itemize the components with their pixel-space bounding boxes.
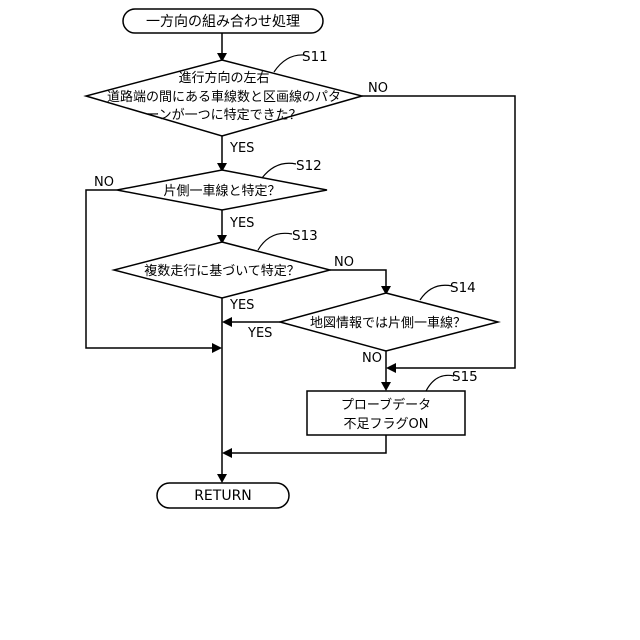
start-label: 一方向の組み合わせ処理 — [146, 14, 300, 30]
s13-yes-label: YES — [229, 298, 254, 313]
s11-line-1: 進行方向の左右 — [178, 70, 269, 86]
s12-text: 片側一車線と特定？ — [163, 183, 280, 199]
s13-leader — [258, 233, 292, 250]
s11-leader — [274, 55, 304, 72]
arrow-into-s15 — [381, 382, 391, 391]
s11-line-3: ーンが一つに特定できた？ — [146, 108, 301, 123]
connector-s13-no — [330, 270, 386, 292]
return-label: RETURN — [194, 488, 252, 504]
s12-step-id: S12 — [296, 158, 322, 174]
connector-s15-return — [226, 435, 386, 453]
s15-line-1: プローブデータ — [341, 397, 431, 413]
s14-text: 地図情報では片側一車線？ — [310, 315, 466, 331]
arrow-s12-no-join — [212, 343, 222, 353]
s13-step-id: S13 — [292, 228, 318, 244]
s13-no-label: NO — [334, 255, 354, 270]
s11-no-label: NO — [368, 81, 388, 96]
s11-line-2: 道路端の間にある車線数と区画線のパタ — [107, 89, 341, 105]
s12-leader — [262, 163, 296, 178]
s15-step-id: S15 — [452, 369, 478, 385]
s15-line-2: 不足フラグON — [344, 417, 429, 432]
arrow-s14-yes-join — [222, 317, 232, 327]
s11-yes-label: YES — [229, 141, 254, 156]
s14-leader — [420, 285, 452, 300]
s12-no-label: NO — [94, 175, 114, 190]
s14-yes-label: YES — [247, 326, 272, 341]
s14-step-id: S14 — [450, 280, 476, 296]
s11-step-id: S11 — [302, 49, 328, 65]
arrow-s11-no-join — [386, 363, 396, 373]
s14-no-label: NO — [362, 351, 382, 366]
arrow-s15-join — [222, 448, 232, 458]
s15-leader — [426, 375, 454, 391]
arrow-into-return — [217, 474, 227, 483]
s12-yes-label: YES — [229, 216, 254, 231]
s13-text: 複数走行に基づいて特定？ — [144, 263, 300, 279]
